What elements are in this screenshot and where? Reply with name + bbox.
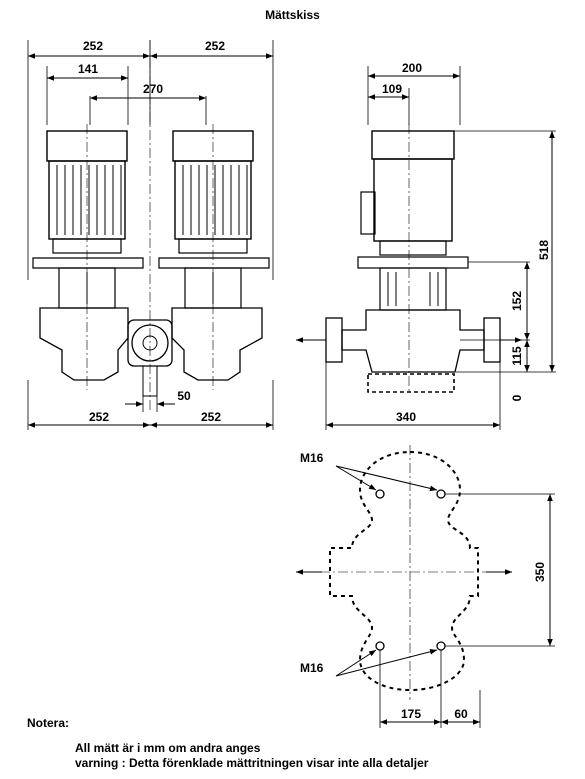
dim-bolt-spacing: 350	[533, 562, 547, 582]
label-bolt-bottom: M16	[300, 661, 324, 675]
dim-height-total: 518	[537, 240, 551, 260]
dim-overall-left: 252	[83, 39, 103, 53]
dim-height-mid: 152	[510, 291, 524, 311]
dim-bolt-offset-left: 175	[401, 707, 421, 721]
dim-offset: 109	[382, 82, 402, 96]
note-units: All mätt är i mm om andra anges	[75, 741, 261, 755]
side-view	[296, 66, 556, 430]
bolt-pattern-view	[296, 445, 555, 728]
side-view-labels: 200 109 340 518 152 115 0	[382, 61, 551, 424]
dim-base-left: 252	[89, 410, 109, 424]
dim-overall-right: 252	[205, 39, 225, 53]
dim-width-top: 200	[402, 61, 422, 75]
dim-base-width: 340	[396, 410, 416, 424]
dim-base-right: 252	[201, 410, 221, 424]
twin-pump-housing	[39, 307, 263, 397]
dim-bolt-offset-right: 60	[454, 707, 468, 721]
bolt-pattern-labels: M16 M16 350 175 60	[300, 451, 547, 721]
notes-heading: Notera:	[27, 716, 70, 730]
dim-motor-offset: 141	[78, 62, 98, 76]
note-warning: varning : Detta förenklade mättritningen…	[75, 756, 429, 770]
front-view-labels: 252 252 141 270 50 252 252	[78, 39, 225, 424]
drawing-title: Mättskiss	[265, 8, 320, 22]
dim-motor-spacing: 270	[143, 82, 163, 96]
left-motor	[32, 130, 144, 309]
front-view	[27, 40, 274, 430]
dim-height-base: 0	[510, 394, 524, 401]
dim-flange-offset: 50	[177, 389, 191, 403]
dim-height-low: 115	[510, 346, 524, 366]
right-motor	[158, 130, 270, 309]
label-bolt-top: M16	[300, 451, 324, 465]
